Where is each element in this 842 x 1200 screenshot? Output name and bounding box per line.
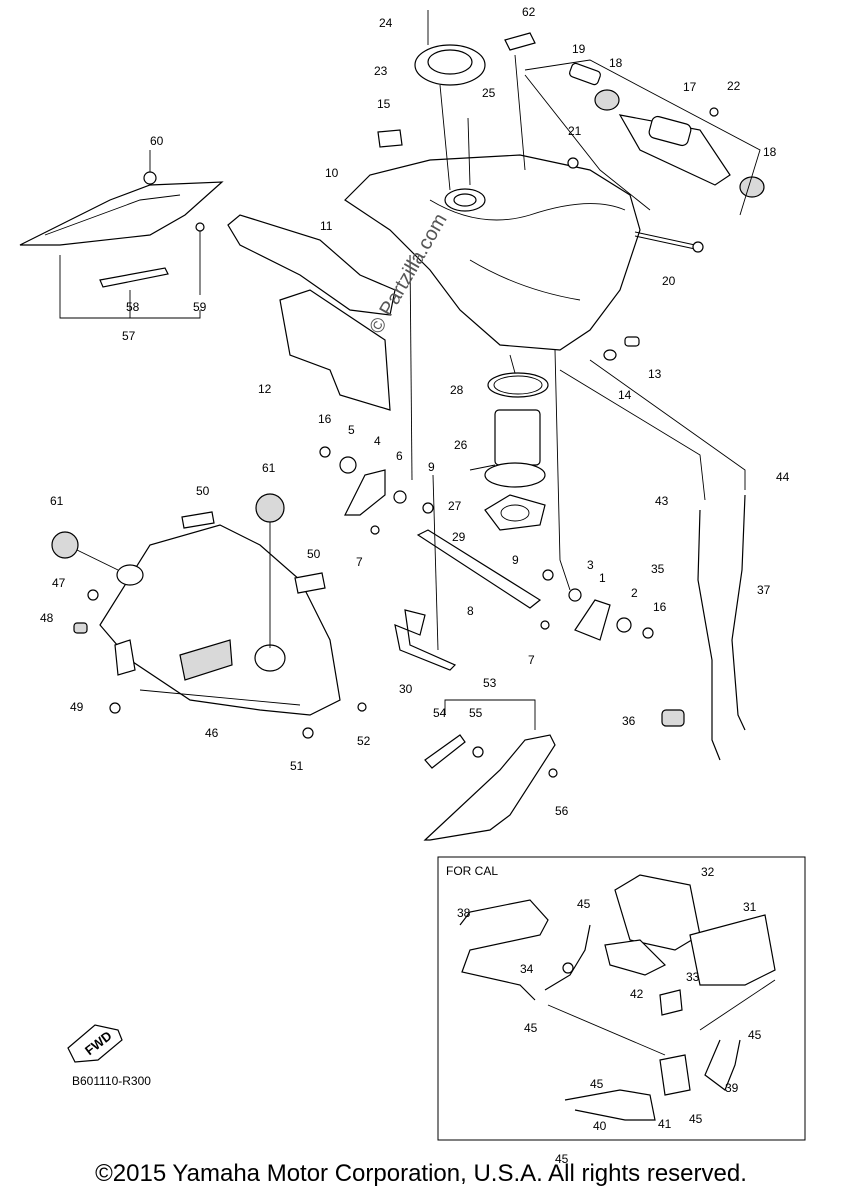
steering-damper [524, 59, 765, 216]
callout-11: 11 [320, 219, 333, 233]
callout-62: 62 [522, 5, 536, 19]
callout-35: 35 [651, 562, 665, 576]
yamaha-emblems [51, 493, 285, 648]
callout-9b: 9 [512, 553, 519, 567]
bolt-20 [634, 231, 704, 253]
callout-50b: 50 [307, 547, 321, 561]
cal-canister [562, 874, 776, 986]
callout-17: 17 [683, 80, 697, 94]
callout-2: 2 [631, 586, 638, 600]
callout-57: 57 [122, 329, 136, 343]
callout-45e: 45 [689, 1112, 703, 1126]
callout-33: 33 [686, 970, 700, 984]
dampers-13-14 [603, 336, 640, 361]
callout-20: 20 [662, 274, 676, 288]
fuel-tank [344, 154, 641, 351]
callout-8: 8 [467, 604, 474, 618]
callout-21: 21 [568, 124, 582, 138]
callout-5: 5 [348, 423, 355, 437]
callout-59: 59 [193, 300, 207, 314]
callout-28: 28 [450, 383, 464, 397]
callout-16b: 16 [653, 600, 667, 614]
callout-16a: 16 [318, 412, 332, 426]
callout-38: 38 [457, 906, 471, 920]
callout-44: 44 [776, 470, 790, 484]
fuel-cap [414, 10, 486, 191]
callout-1: 1 [599, 571, 606, 585]
callout-48: 48 [40, 611, 54, 625]
callout-30: 30 [399, 682, 413, 696]
callout-37: 37 [757, 583, 771, 597]
callout-4: 4 [374, 434, 381, 448]
cal-hoses [459, 899, 776, 1121]
callout-12: 12 [258, 382, 272, 396]
callout-42: 42 [630, 987, 644, 1001]
fwd-arrow: FWD [67, 1024, 123, 1063]
callout-45f: 45 [555, 1152, 569, 1166]
fuel-pump [469, 354, 549, 531]
callout-58: 58 [126, 300, 140, 314]
callout-45a: 45 [577, 897, 591, 911]
callout-41: 41 [658, 1117, 672, 1131]
callout-49: 49 [70, 700, 84, 714]
callout-46: 46 [205, 726, 219, 740]
callout-3: 3 [587, 558, 594, 572]
callout-54: 54 [433, 706, 447, 720]
callout-56: 56 [555, 804, 569, 818]
callout-24: 24 [379, 16, 393, 30]
tank-brackets [319, 254, 654, 651]
callout-14: 14 [618, 388, 632, 402]
callout-29: 29 [452, 530, 466, 544]
callout-45c: 45 [748, 1028, 762, 1042]
callout-51: 51 [290, 759, 304, 773]
side-panel-53 [423, 699, 558, 841]
tank-cover-46 [99, 524, 341, 716]
callout-7b: 7 [528, 653, 535, 667]
tank-cover-11 [227, 214, 396, 411]
pads-50 [181, 511, 326, 594]
callout-53: 53 [483, 676, 497, 690]
callout-32: 32 [701, 865, 715, 879]
callout-39: 39 [725, 1081, 739, 1095]
callout-52: 52 [357, 734, 371, 748]
callout-43: 43 [655, 494, 669, 508]
callout-9a: 9 [428, 460, 435, 474]
callout-18b: 18 [763, 145, 777, 159]
callout-50a: 50 [196, 484, 210, 498]
callout-10: 10 [325, 166, 339, 180]
callout-60: 60 [150, 134, 164, 148]
callout-7a: 7 [356, 555, 363, 569]
callout-34: 34 [520, 962, 534, 976]
callout-27: 27 [448, 499, 462, 513]
callout-numbers: 1 2 3 4 5 6 7 7 8 9 9 10 11 12 13 14 15 … [40, 5, 790, 1166]
callout-6: 6 [396, 449, 403, 463]
fuel-hose-30 [394, 609, 457, 671]
callout-25: 25 [482, 86, 496, 100]
cal-section-box [437, 856, 806, 1141]
callout-61b: 61 [262, 461, 276, 475]
callout-36: 36 [622, 714, 636, 728]
diagram-code: B601110-R300 [72, 1074, 151, 1088]
callout-13: 13 [648, 367, 662, 381]
callout-23: 23 [374, 64, 388, 78]
callout-47: 47 [52, 576, 66, 590]
callout-22: 22 [727, 79, 741, 93]
callout-61a: 61 [50, 494, 64, 508]
callout-45d: 45 [590, 1077, 604, 1091]
callout-26: 26 [454, 438, 468, 452]
callout-31: 31 [743, 900, 757, 914]
callout-40: 40 [593, 1119, 607, 1133]
breather-hoses [559, 359, 746, 761]
side-cover-right [19, 150, 224, 319]
callout-45b: 45 [524, 1021, 538, 1035]
fasteners-left [73, 589, 367, 739]
copyright-notice: ©2015 Yamaha Motor Corporation, U.S.A. A… [95, 1160, 747, 1187]
callout-55: 55 [469, 706, 483, 720]
fuel-tank-pads [377, 32, 536, 186]
callout-15: 15 [377, 97, 391, 111]
callout-19: 19 [572, 42, 586, 56]
callout-18a: 18 [609, 56, 623, 70]
cal-label: FOR CAL [446, 864, 498, 878]
